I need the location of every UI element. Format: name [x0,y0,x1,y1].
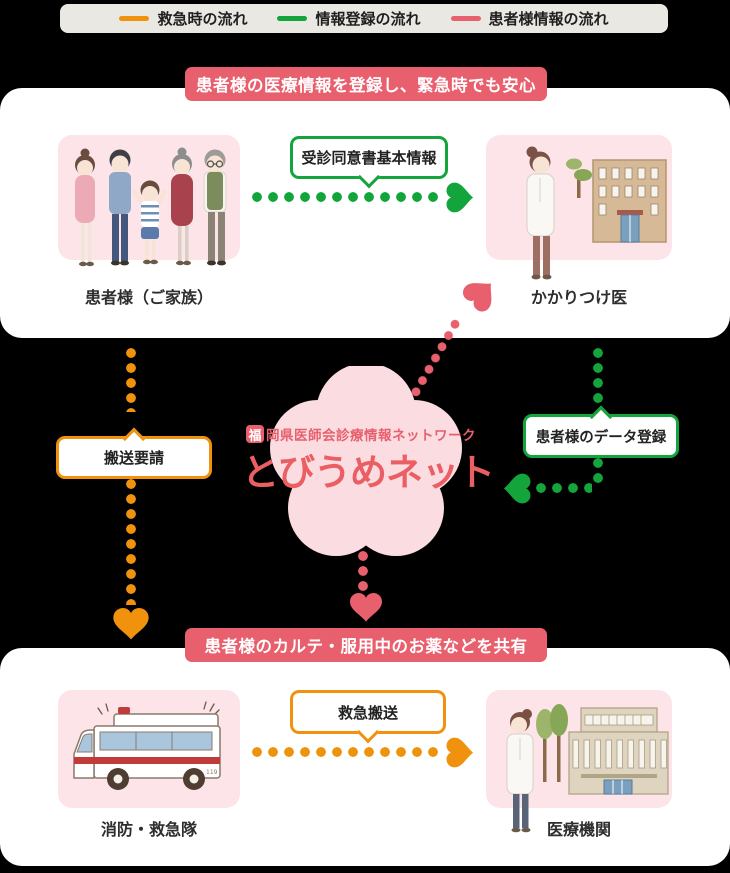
legend-item-emergency: 救急時の流れ [119,8,247,29]
emergency-transport-label: 救急搬送 [337,703,398,722]
plum-blossom-shape [270,366,462,556]
doctor-clinic-illustration [526,146,667,280]
pink-heart-arrow-up-icon [459,272,502,315]
medical-institution-label: 医療機関 [546,820,611,839]
orange-heart-arrow-right-icon [446,737,474,768]
network-subtitle-text: 岡県医師会診療情報ネットワーク [266,428,476,444]
family-illustration [75,147,227,267]
orange-dotted-line-horizontal [250,747,442,757]
hospital-illustration [506,704,669,833]
green-dotted-line-horizontal [250,192,442,202]
consent-info-bubble: 受診同意書基本情報 [290,136,448,188]
green-heart-arrow-left-icon [503,473,531,504]
transport-request-label: 搬送要請 [103,449,164,467]
orange-dotted-line-upper [126,346,136,412]
legend-item-patient-info: 患者様情報の流れ [450,8,609,29]
fuku-logo-mark: 福 [246,425,264,444]
flow-legend: 救急時の流れ 情報登録の流れ 患者様情報の流れ [60,4,668,33]
legend-label: 救急時の流れ [157,10,248,28]
bottom-banner: 患者様のカルテ・服用中のお薬などを共有 [185,628,547,662]
green-line-icon [277,15,308,22]
family-doctor-label: かかりつけ医 [530,288,628,307]
orange-dotted-line-lower [126,477,136,605]
pink-dotted-line-vertical [358,549,368,591]
network-subtitle: 福 岡県医師会診療情報ネットワーク [246,424,476,444]
pink-heart-arrow-down-icon [350,593,382,622]
transport-request-bubble: 搬送要請 [56,427,212,479]
pink-line-icon [450,15,481,22]
top-banner: 患者様の医療情報を登録し、緊急時でも安心 [185,67,547,101]
bubble-notch [589,405,613,428]
patient-family-label: 患者様（ご家族） [84,288,213,307]
green-dotted-line-turn [534,483,592,493]
svg-text:119: 119 [206,769,218,776]
green-dotted-line-lower [593,456,603,484]
network-name-logo: とびうめネット [242,451,495,494]
green-dotted-line-upper [593,346,603,408]
orange-heart-arrow-icon [113,608,149,640]
ambulance-illustration: 119 [73,701,221,790]
fire-rescue-label: 消防・救急隊 [100,820,197,839]
legend-label: 患者様情報の流れ [488,10,609,28]
data-registration-label: 患者様のデータ登録 [535,429,667,446]
emergency-transport-bubble: 救急搬送 [290,690,446,743]
consent-info-label: 受診同意書基本情報 [301,149,437,167]
data-registration-bubble: 患者様のデータ登録 [523,405,679,458]
legend-label: 情報登録の流れ [315,10,421,28]
green-heart-arrow-icon [446,182,474,213]
orange-line-icon [119,15,150,22]
legend-item-registration: 情報登録の流れ [277,8,421,29]
